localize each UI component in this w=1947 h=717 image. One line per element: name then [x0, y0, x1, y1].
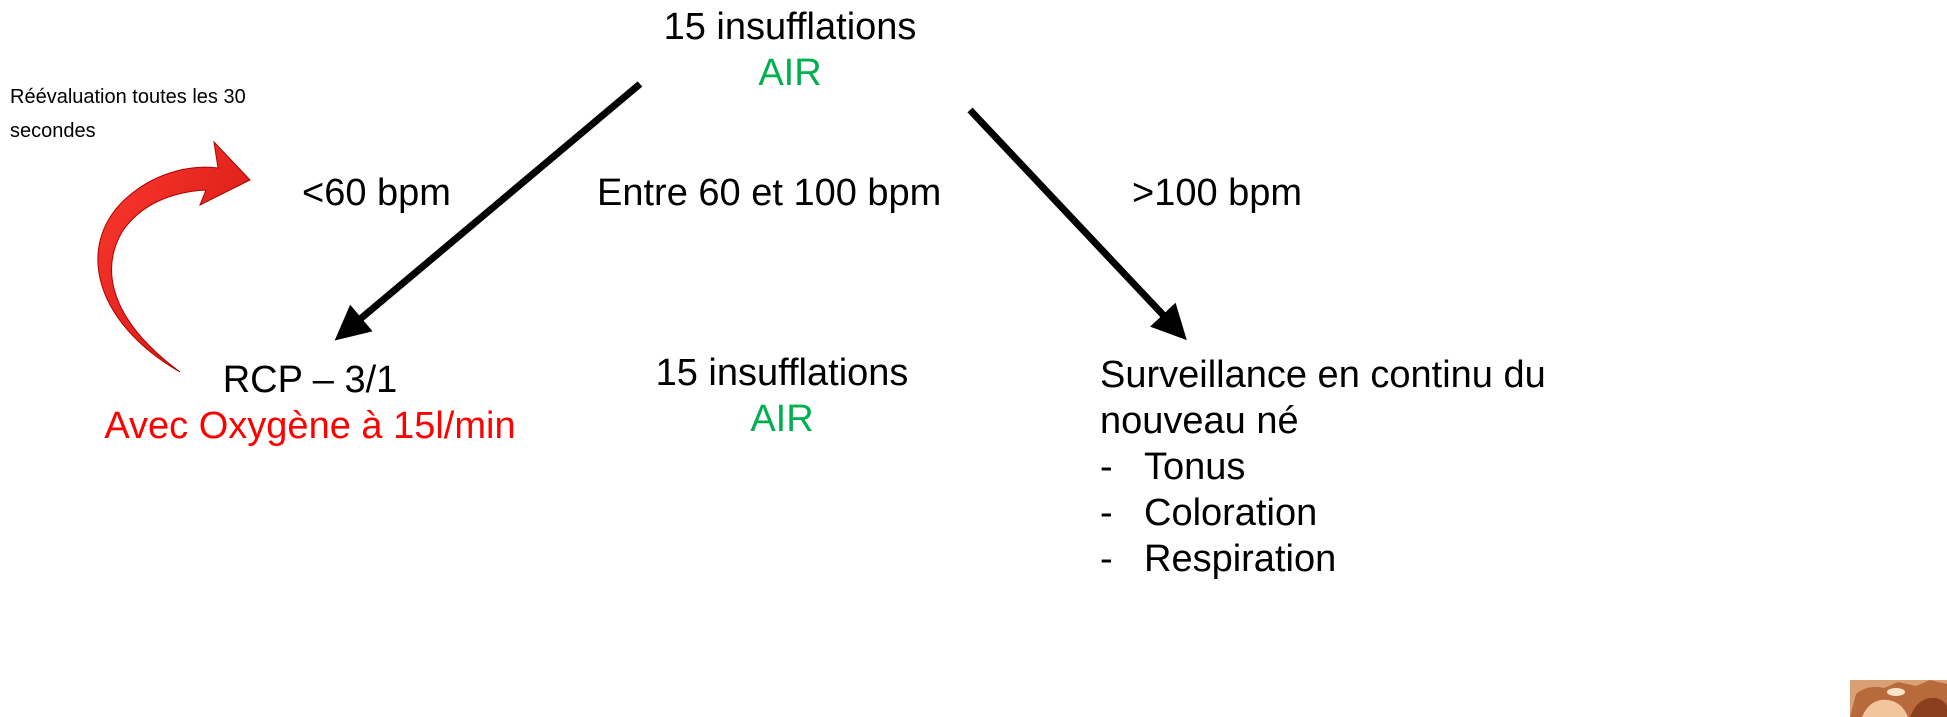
oxygen-instruction: Avec Oxygène à 15l/min: [104, 405, 516, 447]
middle-node-air: AIR: [750, 398, 814, 440]
rcp-ratio: RCP – 3/1: [222, 359, 398, 401]
list-item-label: Coloration: [1144, 492, 1318, 534]
list-item: - Respiration: [1100, 536, 1620, 582]
newborn-photo-image: [1850, 680, 1947, 717]
surveillance-title: Surveillance en continu du nouveau né: [1100, 354, 1546, 442]
middle-node-insufflations: 15 insufflations: [655, 352, 909, 394]
branch-label-60-100: Entre 60 et 100 bpm: [597, 172, 942, 214]
newborn-photo-thumbnail: [1850, 680, 1947, 717]
reevaluation-loop-arrow: [97, 140, 251, 373]
branch-label-above-100: >100 bpm: [1132, 172, 1303, 214]
top-node: 15 insufflations AIR: [640, 4, 940, 96]
middle-node: 15 insufflations AIR: [622, 350, 942, 442]
surveillance-node: Surveillance en continu du nouveau né - …: [1100, 352, 1620, 582]
list-bullet: -: [1100, 538, 1113, 580]
list-item-label: Tonus: [1144, 446, 1246, 488]
arrow-to-surveillance: [967, 107, 1187, 341]
list-bullet: -: [1100, 446, 1113, 488]
top-node-insufflations: 15 insufflations: [663, 6, 917, 48]
branch-label-below-60: <60 bpm: [302, 172, 451, 214]
rcp-node: RCP – 3/1 Avec Oxygène à 15l/min: [90, 357, 530, 449]
top-node-air: AIR: [758, 52, 822, 94]
list-bullet: -: [1100, 492, 1113, 534]
reevaluation-note: Réévaluation toutes les 30 secondes: [10, 86, 246, 142]
list-item: - Coloration: [1100, 490, 1620, 536]
surveillance-list: - Tonus - Coloration - Respiration: [1100, 444, 1620, 582]
arrow-to-rcp: [334, 81, 643, 341]
list-item-label: Respiration: [1144, 538, 1337, 580]
list-item: - Tonus: [1100, 444, 1620, 490]
